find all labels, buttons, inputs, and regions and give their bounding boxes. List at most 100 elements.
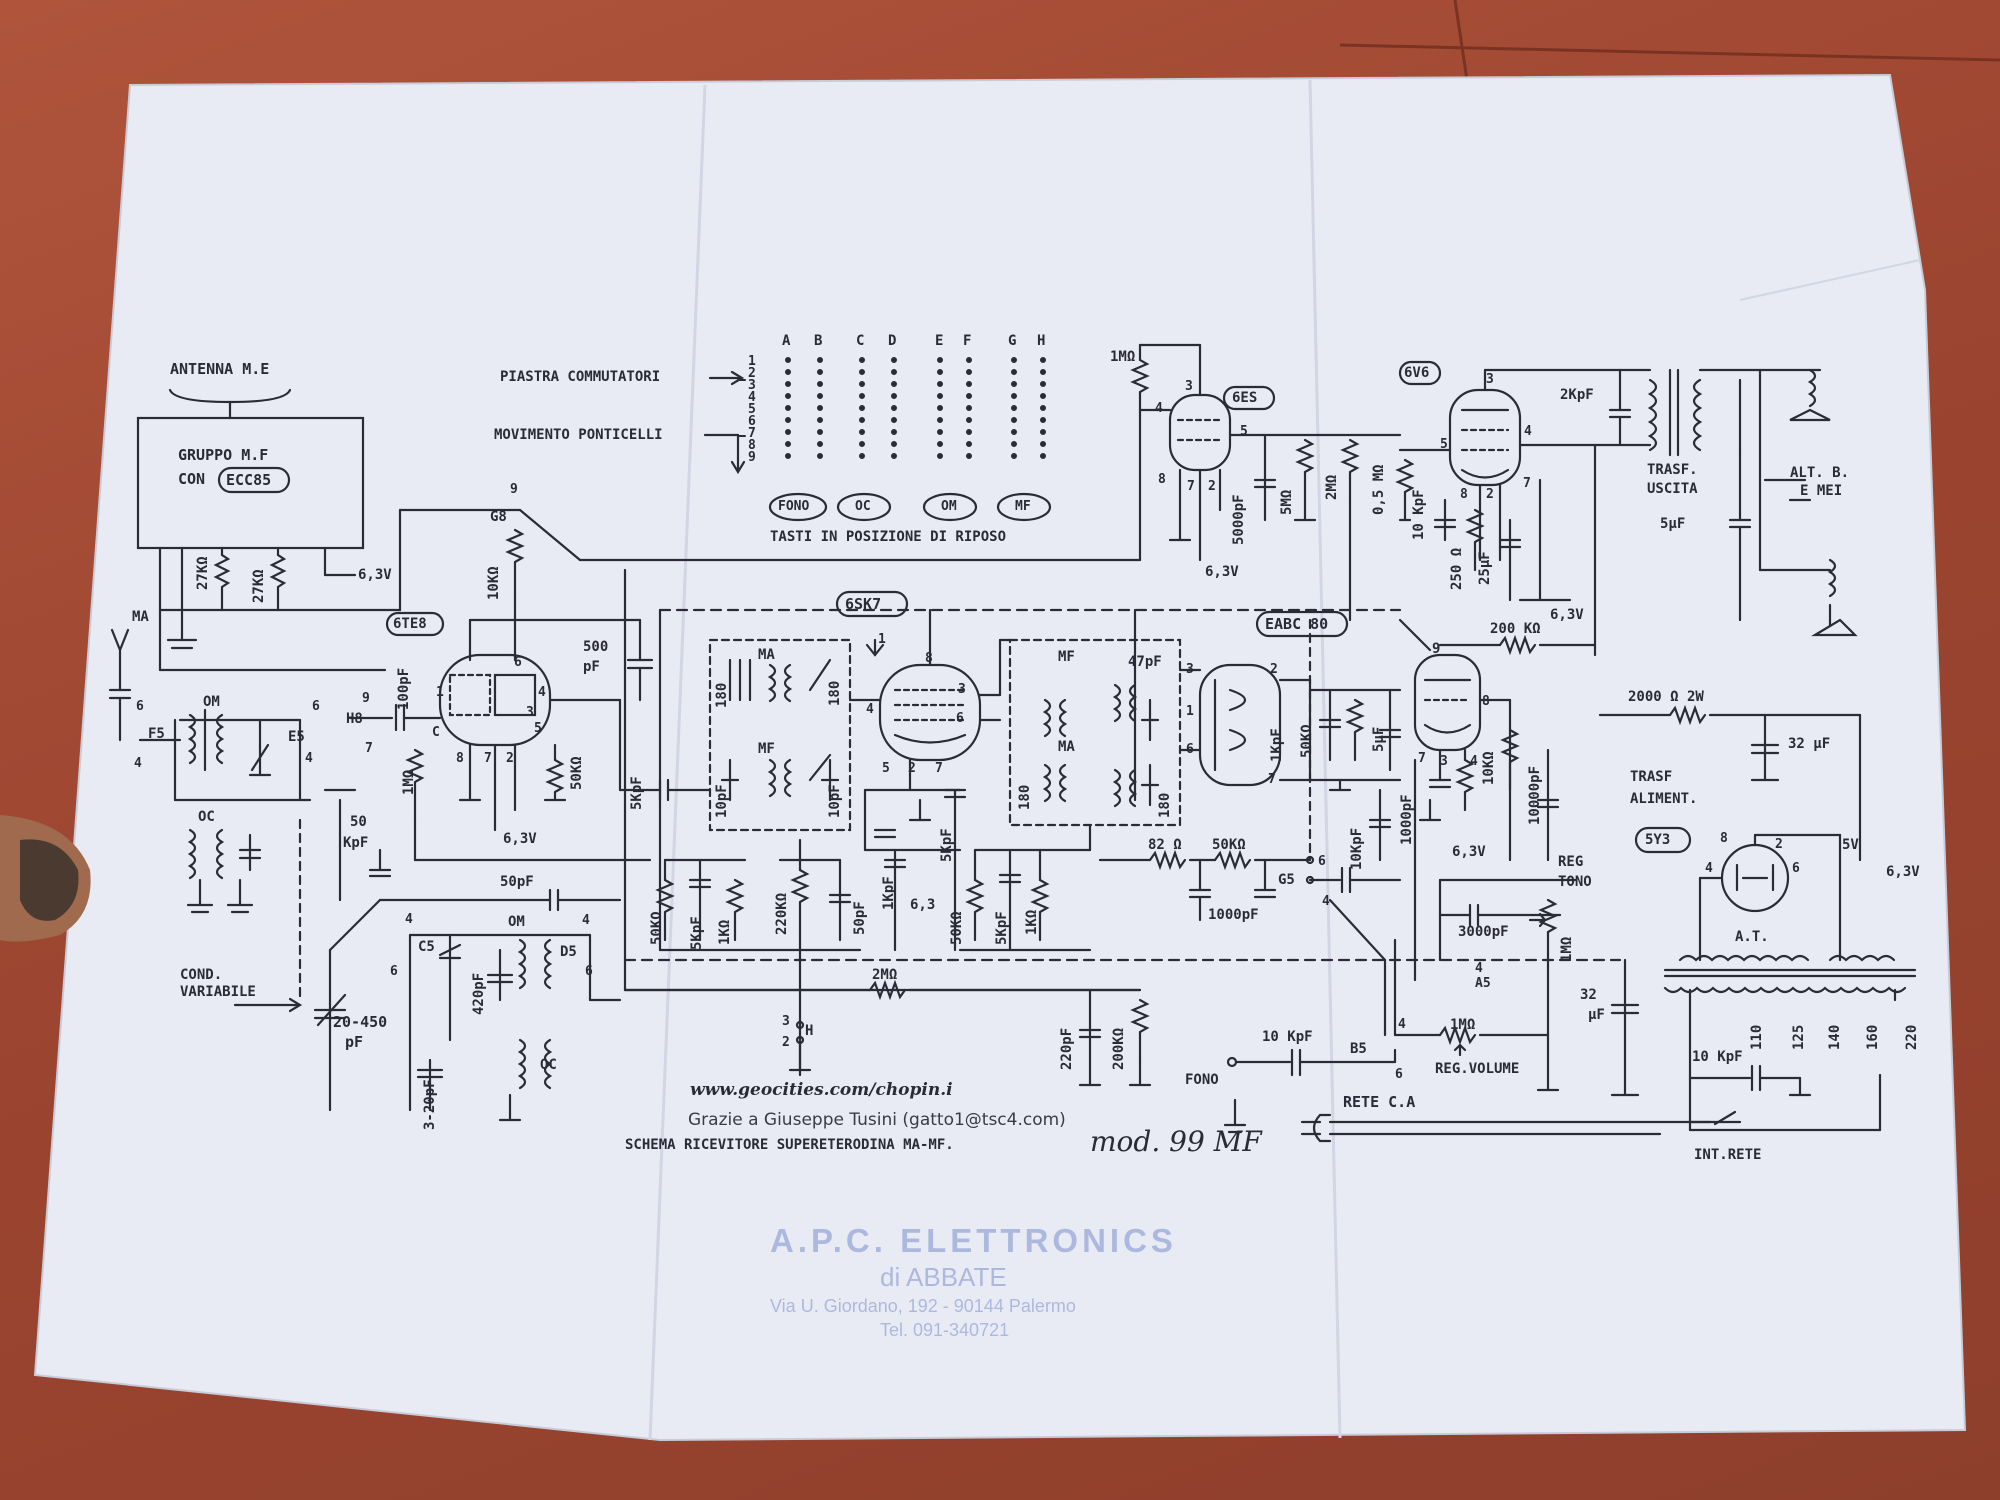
switch-contact-dot <box>966 381 972 387</box>
h-label: H <box>805 1023 814 1039</box>
can2-pin3: 3 <box>1186 662 1194 677</box>
h-pin2: 2 <box>782 1035 790 1050</box>
switch-col-h: H <box>1037 333 1046 349</box>
stamp-company: A.P.C. ELETTRONICS <box>770 1222 1177 1259</box>
tube7-pin6: 6 <box>1792 861 1800 876</box>
switch-contact-dot <box>1040 381 1046 387</box>
c1000pf-a: 1000pF <box>1208 907 1259 923</box>
tube5-pin2: 2 <box>1486 487 1494 502</box>
can2-pin6: 6 <box>1186 742 1194 757</box>
cond-var-2: VARIABILE <box>180 984 256 1000</box>
switch-contact-dot <box>891 405 897 411</box>
c10kpf-d: 10 KpF <box>1692 1049 1743 1065</box>
credit-thanks: Grazie a Giuseppe Tusini (gatto1@tsc4.co… <box>688 1110 1066 1130</box>
tube2-pin2: 2 <box>908 761 916 776</box>
g5-pin6: 6 <box>1318 854 1326 869</box>
alt-1: ALT. B. <box>1790 465 1850 481</box>
switch-contact-dot <box>785 441 791 447</box>
switch-contact-dot <box>817 357 823 363</box>
h-pin3: 3 <box>782 1014 790 1029</box>
c220pf: 220pF <box>1059 1027 1075 1070</box>
switch-contact-dot <box>859 357 865 363</box>
switch-contact-dot <box>859 441 865 447</box>
tube1-pin2: 2 <box>506 751 514 766</box>
tube5-pin3: 3 <box>1486 372 1494 387</box>
switch-contact-dot <box>937 381 943 387</box>
r82: 82 Ω <box>1148 837 1182 853</box>
trasf-alim-2: ALIMENT. <box>1630 791 1698 807</box>
ma-antenna-label: MA <box>132 609 149 625</box>
switch-contact-dot <box>1011 369 1017 375</box>
switch-contact-dot <box>937 405 943 411</box>
switch-contact-dot <box>937 357 943 363</box>
switch-contact-dot <box>859 369 865 375</box>
c180-d: 180 <box>1157 792 1173 818</box>
r2m-a: 2MΩ <box>872 967 898 983</box>
switch-contact-dot <box>859 405 865 411</box>
switch-col-e: E <box>935 333 944 349</box>
v63-e: 6,3V <box>1205 564 1239 580</box>
tube1-pin1: 1 <box>436 685 444 700</box>
trasf-alim-1: TRASF <box>1630 769 1673 785</box>
t6v6-label: 6V6 <box>1404 365 1430 381</box>
switch-contact-dot <box>937 369 943 375</box>
pin4-f: 4 <box>134 756 142 771</box>
switch-contact-dot <box>785 417 791 423</box>
switch-contact-dot <box>1011 393 1017 399</box>
tube2-pin8: 8 <box>925 651 933 666</box>
fono-label: FONO <box>1185 1072 1219 1088</box>
r10k-label: 10KΩ <box>486 566 502 600</box>
tube4-pin3: 3 <box>1185 379 1193 394</box>
tube3-pin2: 2 <box>1270 662 1278 677</box>
key-mf <box>996 492 1052 522</box>
tube1-pinC: C <box>432 725 440 740</box>
switch-contact-dot <box>1040 369 1046 375</box>
switch-contact-dot <box>891 417 897 423</box>
c10000pf: 10000pF <box>1527 765 1543 825</box>
tube5-pin4: 4 <box>1524 424 1532 439</box>
stamp-owner: di ABBATE <box>880 1262 1007 1292</box>
tube5-pin8: 8 <box>1460 487 1468 502</box>
at-label: A.T. <box>1735 929 1769 945</box>
r1m-a: 1MΩ <box>401 769 417 795</box>
tube2-pin1: 1 <box>878 632 886 647</box>
switch-contact-dot <box>1040 417 1046 423</box>
r2000: 2000 Ω 2W <box>1628 689 1704 705</box>
c180-a: 180 <box>714 682 730 708</box>
key-mf-label: MF <box>1015 499 1031 514</box>
rete-label: RETE C.A <box>1343 1093 1416 1111</box>
switch-contact-dot <box>966 429 972 435</box>
volt-140: 140 <box>1827 1024 1843 1050</box>
r05m: 0,5 MΩ <box>1371 464 1387 515</box>
g5-label: G5 <box>1278 872 1295 888</box>
switch-contact-dot <box>891 357 897 363</box>
switch-col-d: D <box>888 333 897 349</box>
reg-volume: REG.VOLUME <box>1435 1061 1520 1077</box>
switch-contact-dot <box>966 357 972 363</box>
switch-contact-dot <box>817 417 823 423</box>
switch-contact-dot <box>785 453 791 459</box>
key-om <box>922 492 978 522</box>
switch-contact-dot <box>1040 441 1046 447</box>
pin9-g: 9 <box>510 482 518 497</box>
c25uf: 25μF <box>1477 551 1493 585</box>
t6te8-label: 6TE8 <box>393 616 427 632</box>
t5y3-label: 5Y3 <box>1645 832 1671 848</box>
c32uf-a: 32 <box>1580 987 1597 1003</box>
tube6-pin4: 4 <box>1470 754 1478 769</box>
c50kpf-1: 50 <box>350 814 367 830</box>
c10pf-a: 10pF <box>714 784 730 818</box>
tube4-pin4: 4 <box>1155 401 1163 416</box>
tube2-pin7: 7 <box>935 761 943 776</box>
switch-contact-dot <box>817 405 823 411</box>
r1k-a: 1KΩ <box>717 919 733 945</box>
r27k-a: 27KΩ <box>195 556 211 590</box>
trasf-uscita-1: TRASF. <box>1647 462 1698 478</box>
key-fono <box>768 492 828 522</box>
pin9-h: 9 <box>362 691 370 706</box>
teabc80-label: EABC 80 <box>1265 615 1329 633</box>
switch-contact-dot <box>1011 441 1017 447</box>
r1k-b: 1KΩ <box>1024 909 1040 935</box>
tube6-pin3: 3 <box>1440 754 1448 769</box>
